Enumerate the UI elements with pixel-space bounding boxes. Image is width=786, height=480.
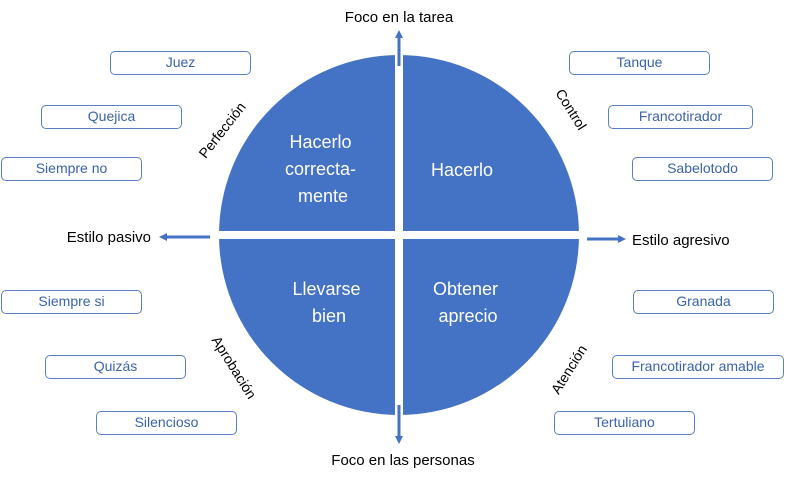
axis-label-right: Estilo agresivo	[632, 232, 730, 249]
label-box-francotirador-amable: Francotirador amable	[612, 355, 784, 379]
axis-label-bottom: Foco en las personas	[331, 452, 474, 469]
label-box-juez: Juez	[110, 51, 251, 75]
label-box-tanque: Tanque	[569, 51, 710, 75]
label-box-quizas: Quizás	[45, 355, 186, 379]
quadrant-label-top-left: Hacerlo correcta- mente	[285, 132, 361, 206]
label-box-siempre-no: Siempre no	[1, 157, 142, 181]
label-box-sabelotodo: Sabelotodo	[632, 157, 773, 181]
quadrant-label-top-right: Hacerlo	[431, 160, 493, 180]
label-box-tertuliano: Tertuliano	[554, 411, 695, 435]
axis-label-left: Estilo pasivo	[67, 229, 151, 246]
label-box-francotirador: Francotirador	[608, 105, 753, 129]
horizontal-divider	[215, 231, 585, 239]
quadrant-label-bottom-right: Obtener aprecio	[433, 279, 503, 326]
label-box-granada: Granada	[633, 290, 774, 314]
axis-label-top: Foco en la tarea	[345, 9, 454, 26]
category-label-control: Control	[552, 86, 589, 133]
category-label-atencion: Atención	[548, 342, 590, 397]
label-box-quejica: Quejica	[41, 105, 182, 129]
category-label-aprobacion: Aprobación	[209, 333, 260, 402]
quadrant-label-bottom-left: Llevarse bien	[292, 279, 365, 326]
label-box-silencioso: Silencioso	[96, 411, 237, 435]
label-box-siempre-si: Siempre si	[1, 290, 142, 314]
